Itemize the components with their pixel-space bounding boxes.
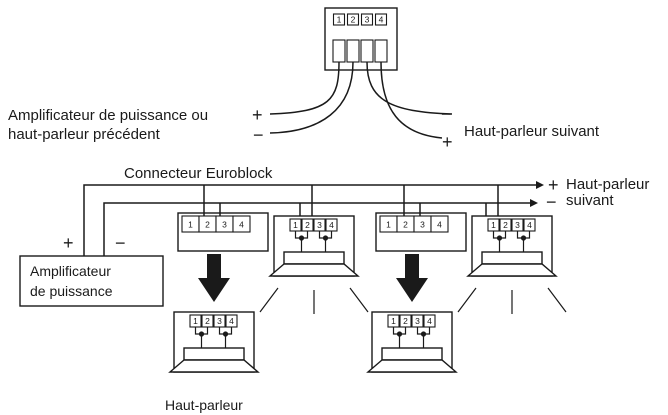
speaker-upper-2-pin-1: 1	[491, 220, 496, 230]
speaker-upper-1-node-2	[322, 235, 329, 241]
speaker-lower-2-node-1	[396, 331, 403, 337]
speaker-lower-2-wiring	[392, 327, 431, 348]
speaker-lower-2-pin-1: 1	[391, 316, 396, 326]
speaker-upper-1-pin-2: 2	[305, 220, 310, 230]
top-terminal-4	[374, 39, 388, 63]
speaker-upper-1-sound-rays	[259, 287, 369, 314]
speaker-upper-2-magnet	[481, 251, 543, 265]
next-minus-arrowhead	[530, 199, 538, 207]
speaker-upper-2-sound-rays	[457, 287, 567, 314]
top-pin-number-1: 1	[337, 15, 342, 25]
next-minus-sign: −	[546, 192, 557, 212]
speaker-lower-1-pin-4: 4	[229, 316, 234, 326]
top-right-label: Haut-parleur suivant	[464, 123, 600, 140]
speaker-upper-1-wiring	[294, 231, 333, 252]
speaker-upper-1-node-1	[298, 235, 305, 241]
top-terminal-3	[360, 39, 374, 63]
euroblock-connector-1: 1 2 3 4	[177, 212, 269, 252]
euroblock-connector-2: 1 2 3 4	[375, 212, 467, 252]
top-wire-pin1	[269, 61, 340, 115]
connector-a-pin-4: 4	[239, 220, 244, 230]
speaker-lower-2-pin-3: 3	[415, 316, 420, 326]
connector-a-housing	[177, 212, 269, 252]
top-terminal-2	[346, 39, 360, 63]
speaker-lower-1-pin-3: 3	[217, 316, 222, 326]
down-arrow-2	[396, 254, 428, 302]
connector-b-pin-4: 4	[437, 220, 442, 230]
top-pin-number-2: 2	[351, 15, 356, 25]
connector-b-pin-1: 1	[386, 220, 391, 230]
next-speaker-label-line2: suivant	[566, 192, 614, 209]
down-arrow-1	[198, 254, 230, 302]
bus-minus-wire	[103, 202, 520, 256]
next-plus-arrowhead	[536, 181, 544, 189]
connector-b-cell-4	[430, 215, 449, 233]
top-pin-box-3	[360, 13, 374, 26]
speaker-upper-1-magnet	[283, 251, 345, 265]
bus-plus-wire	[83, 184, 520, 256]
speaker-lower-1-wiring	[194, 327, 233, 348]
connector-euroblock-label: Connecteur Euroblock	[124, 165, 273, 182]
speaker-lower-1-node-2	[222, 331, 229, 337]
top-wire-pin2	[269, 61, 354, 134]
speaker-lower-1-node-1	[198, 331, 205, 337]
speaker-upper-2-pin-4: 4	[527, 220, 532, 230]
connector-a-pin-3: 3	[222, 220, 227, 230]
top-right-plus: +	[442, 132, 453, 152]
speaker-upper-2-cone	[466, 263, 558, 277]
speaker-upper-2-pin-3: 3	[515, 220, 520, 230]
top-terminal-1	[332, 39, 346, 63]
top-left-label-line2: haut-parleur précédent	[8, 126, 161, 143]
speaker-lower-1-pin-1: 1	[193, 316, 198, 326]
top-left-plus: +	[252, 105, 263, 125]
top-pin-number-4: 4	[379, 15, 384, 25]
amplifier-minus: −	[115, 233, 126, 253]
speaker-upper-1-cone	[268, 263, 360, 277]
next-plus-sign: +	[548, 175, 559, 195]
speaker-upper-2-wiring	[492, 231, 531, 252]
speaker-upper-2-pin-2: 2	[503, 220, 508, 230]
speaker-lower-2-pin-2: 2	[403, 316, 408, 326]
speaker-upper-2-node-1	[496, 235, 503, 241]
amplifier-box: Amplificateur de puissance	[19, 255, 164, 307]
connector-a-pin-2: 2	[205, 220, 210, 230]
connector-b-pin-3: 3	[420, 220, 425, 230]
connector-a-pin-1: 1	[188, 220, 193, 230]
speaker-lower-1-magnet	[183, 347, 245, 361]
speaker-lower-1-pin-2: 2	[205, 316, 210, 326]
connector-a-cell-4	[232, 215, 251, 233]
amplifier-plus: +	[63, 233, 74, 253]
top-pin-box-4	[374, 13, 388, 26]
top-wire-pin3	[366, 61, 453, 115]
top-pin-number-3: 3	[365, 15, 370, 25]
speaker-upper-1-pin-3: 3	[317, 220, 322, 230]
speaker-lower-2-cone	[366, 359, 458, 373]
top-wire-pin4	[380, 61, 443, 139]
next-speaker-label-line1: Haut-parleur	[566, 176, 649, 193]
speaker-lower-2-pin-4: 4	[427, 316, 432, 326]
speaker-lower-2-magnet	[381, 347, 443, 361]
top-left-label-line1: Amplificateur de puissance ou	[8, 107, 208, 124]
speaker-lower-2-node-2	[420, 331, 427, 337]
speaker-upper-1-pin-1: 1	[293, 220, 298, 230]
speaker-upper-1-pin-4: 4	[329, 220, 334, 230]
top-pin-box-1	[332, 13, 346, 26]
connector-b-pin-2: 2	[403, 220, 408, 230]
top-right-minus: −	[441, 104, 452, 124]
top-left-minus: −	[253, 125, 264, 145]
amplifier-label-line1: Amplificateur	[30, 263, 111, 279]
speaker-lower-1-cone	[168, 359, 260, 373]
amplifier-label-line2: de puissance	[30, 283, 113, 299]
speaker-upper-2-node-2	[520, 235, 527, 241]
speaker-label: Haut-parleur	[165, 397, 243, 413]
top-pin-box-2	[346, 13, 360, 26]
connector-b-housing	[375, 212, 467, 252]
